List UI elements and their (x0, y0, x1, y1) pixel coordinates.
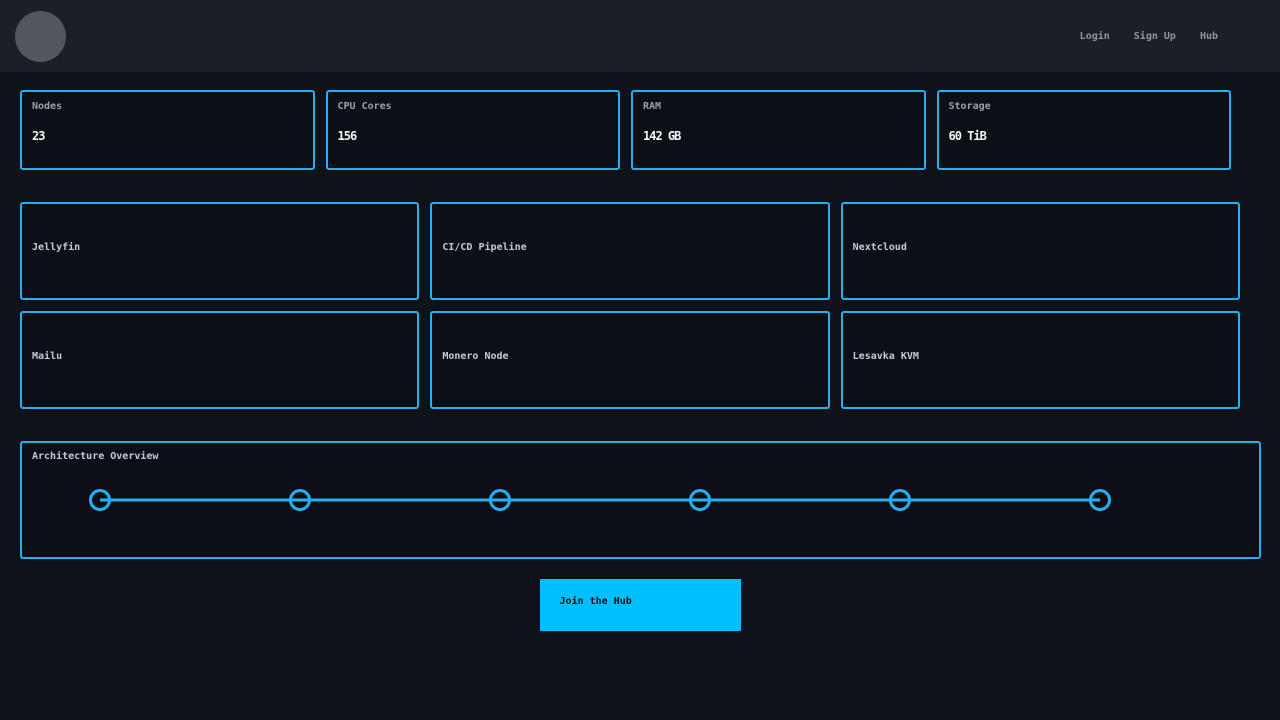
architecture-node-3 (489, 489, 511, 511)
stat-card-ram: RAM 142 GB (631, 90, 926, 170)
architecture-node-4 (689, 489, 711, 511)
stat-value: 23 (32, 129, 45, 143)
service-card-monero-node[interactable]: Monero Node (430, 311, 830, 409)
architecture-diagram (89, 489, 1111, 511)
service-title: Lesavka KVM (852, 350, 919, 362)
service-title: Monero Node (442, 350, 509, 362)
architecture-node-2 (289, 489, 311, 511)
stat-value: 60 TiB (948, 129, 987, 143)
service-title: Nextcloud (852, 241, 907, 253)
architecture-overview-title: Architecture Overview (32, 451, 159, 462)
service-card-jellyfin[interactable]: Jellyfin (20, 202, 420, 300)
service-card-ci-cd-pipeline[interactable]: CI/CD Pipeline (430, 202, 830, 300)
service-card-nextcloud[interactable]: Nextcloud (840, 202, 1240, 300)
stat-label: Nodes (32, 101, 63, 112)
service-title: Jellyfin (32, 241, 81, 253)
stat-card-storage: Storage 60 TiB (936, 90, 1231, 170)
nav-link-sign-up[interactable]: Sign Up (1133, 30, 1176, 42)
service-title: Mailu (32, 350, 63, 362)
stat-card-cpu-cores: CPU Cores 156 (325, 90, 620, 170)
service-title: CI/CD Pipeline (442, 241, 527, 253)
stat-label: RAM (643, 101, 662, 112)
services-grid: Jellyfin CI/CD Pipeline Nextcloud Mailu … (20, 202, 1240, 409)
stat-card-nodes: Nodes 23 (20, 90, 315, 170)
navbar: Login Sign Up Hub (0, 0, 1280, 72)
nav-links: Login Sign Up Hub (1080, 31, 1280, 42)
stat-value: 142 GB (643, 129, 681, 143)
nav-link-login[interactable]: Login (1079, 30, 1110, 42)
service-card-mailu[interactable]: Mailu (20, 311, 420, 409)
architecture-node-6 (1089, 489, 1111, 511)
stats-grid: Nodes 23 CPU Cores 156 RAM 142 GB Storag… (20, 90, 1231, 170)
architecture-overview-panel: Architecture Overview (20, 441, 1261, 559)
stat-value: 156 (337, 129, 358, 143)
logo-avatar[interactable] (15, 10, 66, 62)
service-card-lesavka-kvm[interactable]: Lesavka KVM (840, 311, 1240, 409)
stat-label: Storage (948, 101, 991, 112)
join-hub-button[interactable]: Join the Hub (539, 579, 741, 631)
stat-label: CPU Cores (337, 101, 392, 112)
architecture-node-5 (889, 489, 911, 511)
main-content: Nodes 23 CPU Cores 156 RAM 142 GB Storag… (0, 90, 1280, 631)
nav-link-hub[interactable]: Hub (1199, 30, 1218, 42)
architecture-node-1 (89, 489, 111, 511)
